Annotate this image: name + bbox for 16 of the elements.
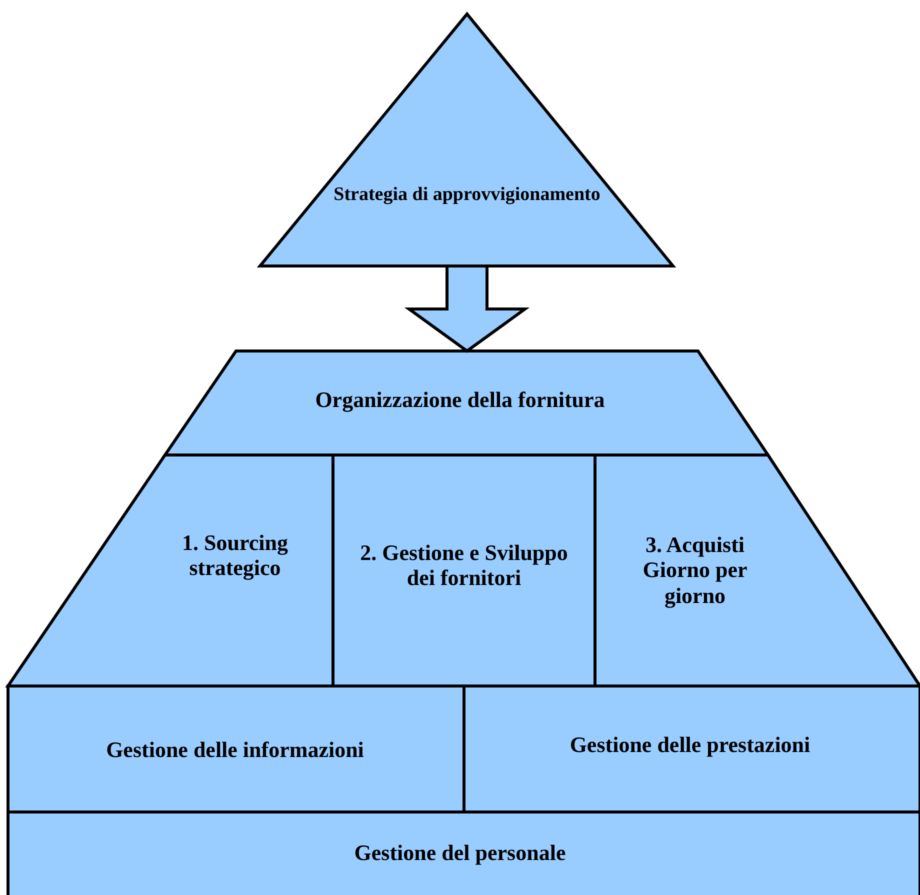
node-label: 1. Sourcing strategico (181, 528, 289, 582)
process-area (8, 455, 333, 686)
node-label: Organizzazione della fornitura (314, 386, 606, 414)
node-label: Gestione del personale (353, 838, 567, 867)
support-band (464, 686, 920, 812)
block-arrow (404, 264, 530, 353)
process-area (333, 455, 595, 686)
node-label: Gestione delle prestazioni (568, 731, 812, 760)
base-band (8, 812, 920, 895)
node-label: 2. Gestione e Sviluppo dei fornitori (359, 538, 569, 592)
node-label: 3. Acquisti Giorno per giorno (642, 531, 748, 610)
node-label: Gestione delle informazioni (105, 736, 365, 764)
support-band (8, 686, 464, 812)
process-area (595, 455, 920, 686)
node-label: Strategia di approvvigionamento (332, 183, 602, 208)
organization-band (165, 351, 768, 455)
